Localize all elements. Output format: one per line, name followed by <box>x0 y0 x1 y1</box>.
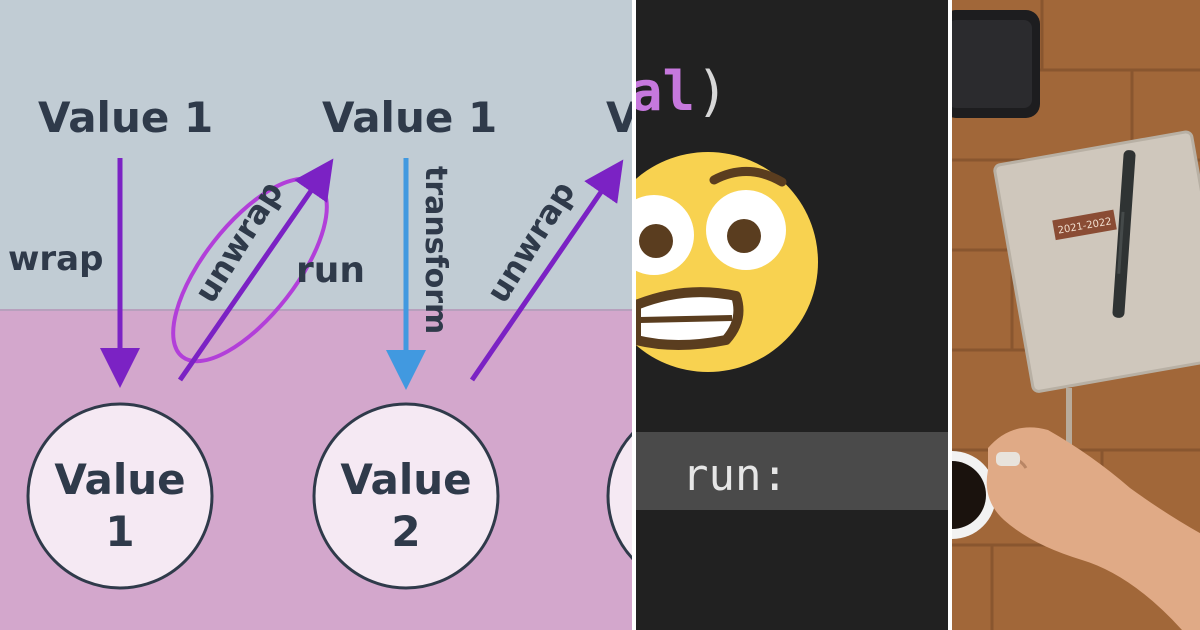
unwrap-arrow-2 <box>469 159 624 382</box>
code-svg: al ) run: <box>636 0 948 630</box>
wrap-label: wrap <box>8 239 103 279</box>
pen <box>1112 150 1136 318</box>
code-keyword: al <box>636 60 695 123</box>
code-paren: ) <box>696 60 729 123</box>
top-band <box>0 0 632 310</box>
code-panel: al ) run: <box>636 0 948 630</box>
diagram-panel: Value 1 Value 1 V wrap unwrap run transf… <box>0 0 632 630</box>
value-node-2-line2: 2 <box>391 507 420 556</box>
top-value-label-3: V <box>606 93 632 142</box>
flushed-face-emoji <box>636 152 818 372</box>
run-code-text: run: <box>682 450 788 501</box>
notebook: 2021-2022 <box>993 130 1200 393</box>
value-node-3-partial <box>606 431 632 561</box>
value-node-1 <box>26 402 214 590</box>
highlight-bar <box>636 432 948 510</box>
planner-label-plate <box>1052 209 1117 241</box>
value-node-2-line1: Value <box>340 455 471 504</box>
value-node-1-line1: Value <box>54 455 185 504</box>
photo-svg: 2021-2022 <box>952 0 1200 630</box>
transform-label: transform <box>418 166 453 334</box>
diagram-svg: Value 1 Value 1 V wrap unwrap run transf… <box>0 0 632 630</box>
coffee-cup <box>952 451 996 539</box>
unwrap-arrow-1 <box>177 158 334 382</box>
photo-panel: 2021-2022 <box>952 0 1200 630</box>
top-value-label-1: Value 1 <box>38 93 213 142</box>
run-label: run <box>296 250 365 291</box>
value-node-2 <box>312 402 500 590</box>
value-node-1-line2: 1 <box>105 507 134 556</box>
top-value-label-2: Value 1 <box>322 93 497 142</box>
hand <box>986 427 1200 630</box>
